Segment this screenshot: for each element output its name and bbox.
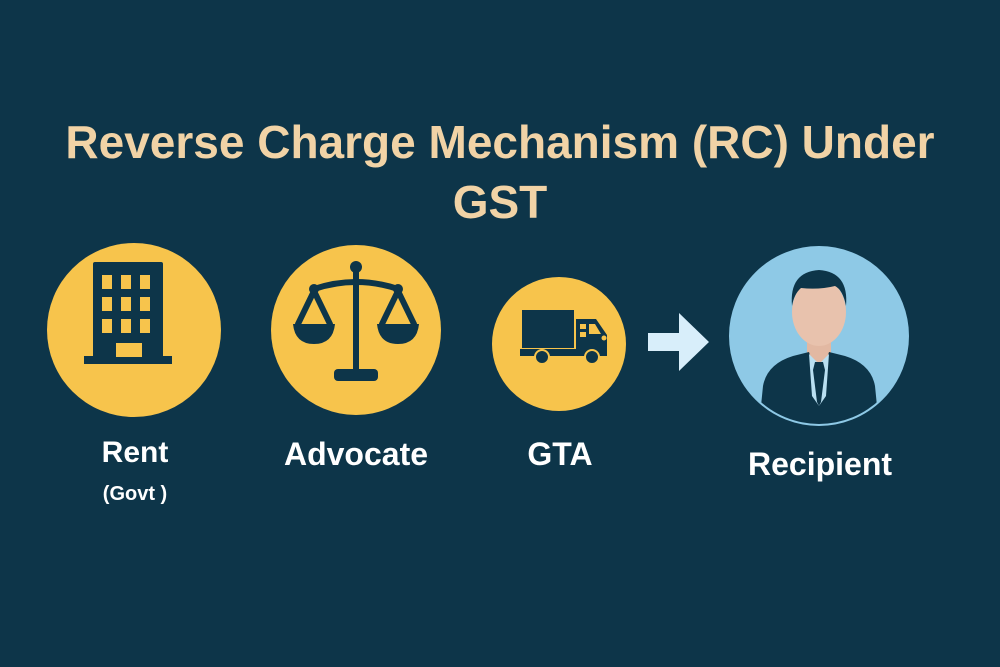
title-line-1: Reverse Charge Mechanism (RC) Under <box>65 116 935 168</box>
building-icon <box>84 262 172 364</box>
gta-label: GTA <box>527 436 593 472</box>
page-title: Reverse Charge Mechanism (RC) Under GST <box>0 112 1000 232</box>
recipient-label: Recipient <box>747 446 893 482</box>
truck-icon <box>520 310 607 365</box>
rent-label: Rent <box>101 436 169 469</box>
scales-of-justice-icon <box>293 261 419 381</box>
advocate-label: Advocate <box>283 436 429 472</box>
title-line-2: GST <box>452 176 548 228</box>
rent-sublabel: (Govt ) <box>102 483 168 505</box>
businessman-avatar-icon <box>759 270 879 424</box>
arrow-right-icon <box>648 313 709 371</box>
